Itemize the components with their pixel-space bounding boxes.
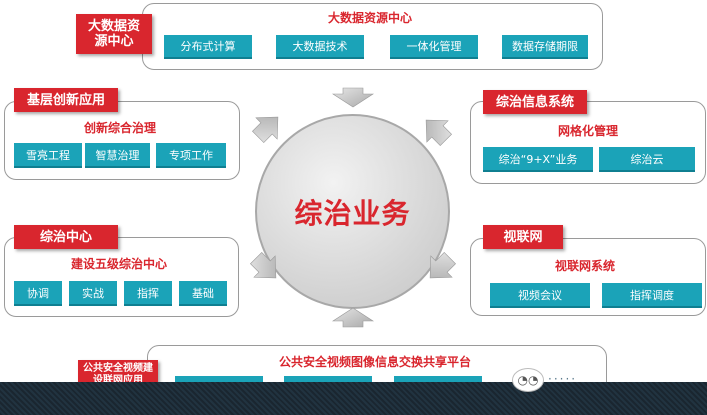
button-command[interactable]: 指挥 (124, 281, 172, 306)
center-label: 综治业务 (294, 196, 411, 230)
subtitle-big-data-center: 大数据资源中心 (327, 11, 412, 25)
button-distributed-computing[interactable]: 分布式计算 (164, 35, 252, 59)
tag-grassroots-innovation: 基层创新应用 (14, 88, 118, 112)
watermark-dots: ····· (548, 372, 578, 386)
button-zongzhi-cloud[interactable]: 综治云 (599, 147, 695, 172)
tag-video-network: 视联网 (483, 225, 563, 249)
tag-zongzhi-center-label: 综治中心 (39, 229, 92, 245)
button-command-dispatch[interactable]: 指挥调度 (602, 283, 702, 308)
button-coordinate[interactable]: 协调 (14, 281, 62, 306)
arrow-lower-left (250, 252, 277, 279)
tag-zongzhi-center: 综治中心 (14, 225, 118, 249)
tag-public-video-label: 公共安全视频建设联网应用 (83, 363, 153, 386)
tag-big-data-center-label: 大数据资源中心 (87, 19, 140, 49)
subtitle-innovation-governance: 创新综合治理 (83, 121, 156, 135)
tag-grassroots-innovation-label: 基层创新应用 (26, 92, 105, 108)
button-special-work[interactable]: 专项工作 (156, 143, 226, 168)
button-big-data-tech[interactable]: 大数据技术 (276, 35, 364, 59)
tag-big-data-center: 大数据资源中心 (76, 14, 152, 54)
subtitle-video-network-system: 视联网系统 (554, 259, 615, 273)
subtitle-video-sharing-platform: 公共安全视频图像信息交换共享平台 (278, 355, 471, 369)
subtitle-grid-management: 网格化管理 (557, 124, 618, 138)
arrow-lower-right (429, 252, 456, 279)
button-foundation[interactable]: 基础 (179, 281, 227, 306)
button-xueliang-project[interactable]: 雪亮工程 (14, 143, 82, 168)
tag-info-system-label: 综治信息系统 (495, 94, 574, 110)
button-smart-governance[interactable]: 智慧治理 (85, 143, 150, 168)
button-zongzhi-9x[interactable]: 综治“9+X”业务 (483, 147, 593, 172)
button-practice[interactable]: 实战 (69, 281, 117, 306)
tag-info-system: 综治信息系统 (483, 90, 587, 114)
wechat-icon: ◔◔ (512, 368, 544, 392)
button-video-conference[interactable]: 视频会议 (490, 283, 590, 308)
arrow-bottom (331, 307, 375, 328)
tag-video-network-label: 视联网 (503, 229, 543, 245)
arrow-top (331, 87, 375, 108)
subtitle-five-level-center: 建设五级综治中心 (70, 257, 167, 271)
arrow-upper-left (252, 116, 279, 143)
button-data-storage-period[interactable]: 数据存储期限 (502, 35, 588, 59)
bottom-overlay-band (0, 382, 707, 415)
button-integrated-management[interactable]: 一体化管理 (390, 35, 478, 59)
arrow-upper-right (425, 119, 452, 146)
